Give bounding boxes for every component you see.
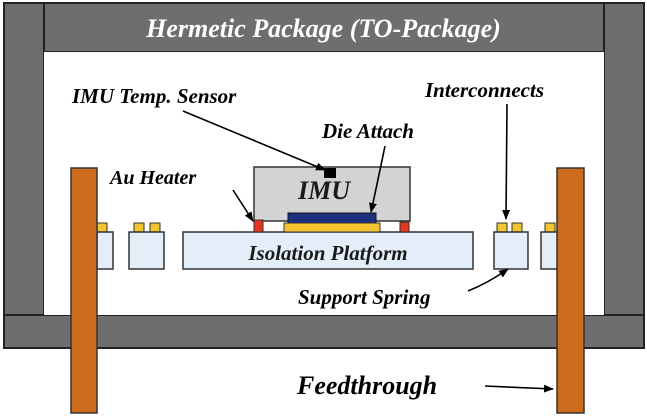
package-right-wall [603,2,645,349]
interconnect-pad [96,222,108,233]
support-spring-block-left-inner [128,231,165,270]
arrow-interconnects [502,103,511,220]
arrow-imu-temp-sensor [182,110,326,171]
package-top-wall [3,2,645,53]
package-title: Hermetic Package (TO-Package) [146,14,501,43]
label-au-heater: Au Heater [110,167,197,189]
label-imu: IMU [298,176,351,205]
imu-temp-sensor [324,168,336,178]
label-support-spring: Support Spring [298,285,431,309]
die-attach-layer [287,212,377,224]
arrow-feedthrough [484,384,554,393]
die-attach-gold [283,222,381,233]
arrow-au-heater [232,189,254,222]
au-heater-right [399,221,410,233]
au-heater-left [253,219,264,233]
interconnect-pad [496,222,508,233]
support-spring-block-right-outer [540,231,559,270]
feedthrough-pin-left [70,167,98,414]
support-spring-block-right-inner [493,231,529,270]
package-base [3,314,645,349]
support-spring-block-left-outer [96,231,114,270]
package-left-wall [3,2,45,349]
label-isolation-platform: Isolation Platform [248,241,408,265]
label-interconnects: Interconnects [425,78,545,102]
label-die-attach: Die Attach [322,119,414,143]
label-imu-temp-sensor: IMU Temp. Sensor [72,84,237,108]
interconnect-pad [544,222,556,233]
arrow-support-spring [467,268,509,292]
label-feedthrough: Feedthrough [297,371,438,400]
interconnect-pad [149,222,161,233]
feedthrough-pin-right [556,167,585,414]
arrow-die-attach [369,145,386,213]
interconnect-pad [511,222,523,233]
interconnect-pad [133,222,145,233]
